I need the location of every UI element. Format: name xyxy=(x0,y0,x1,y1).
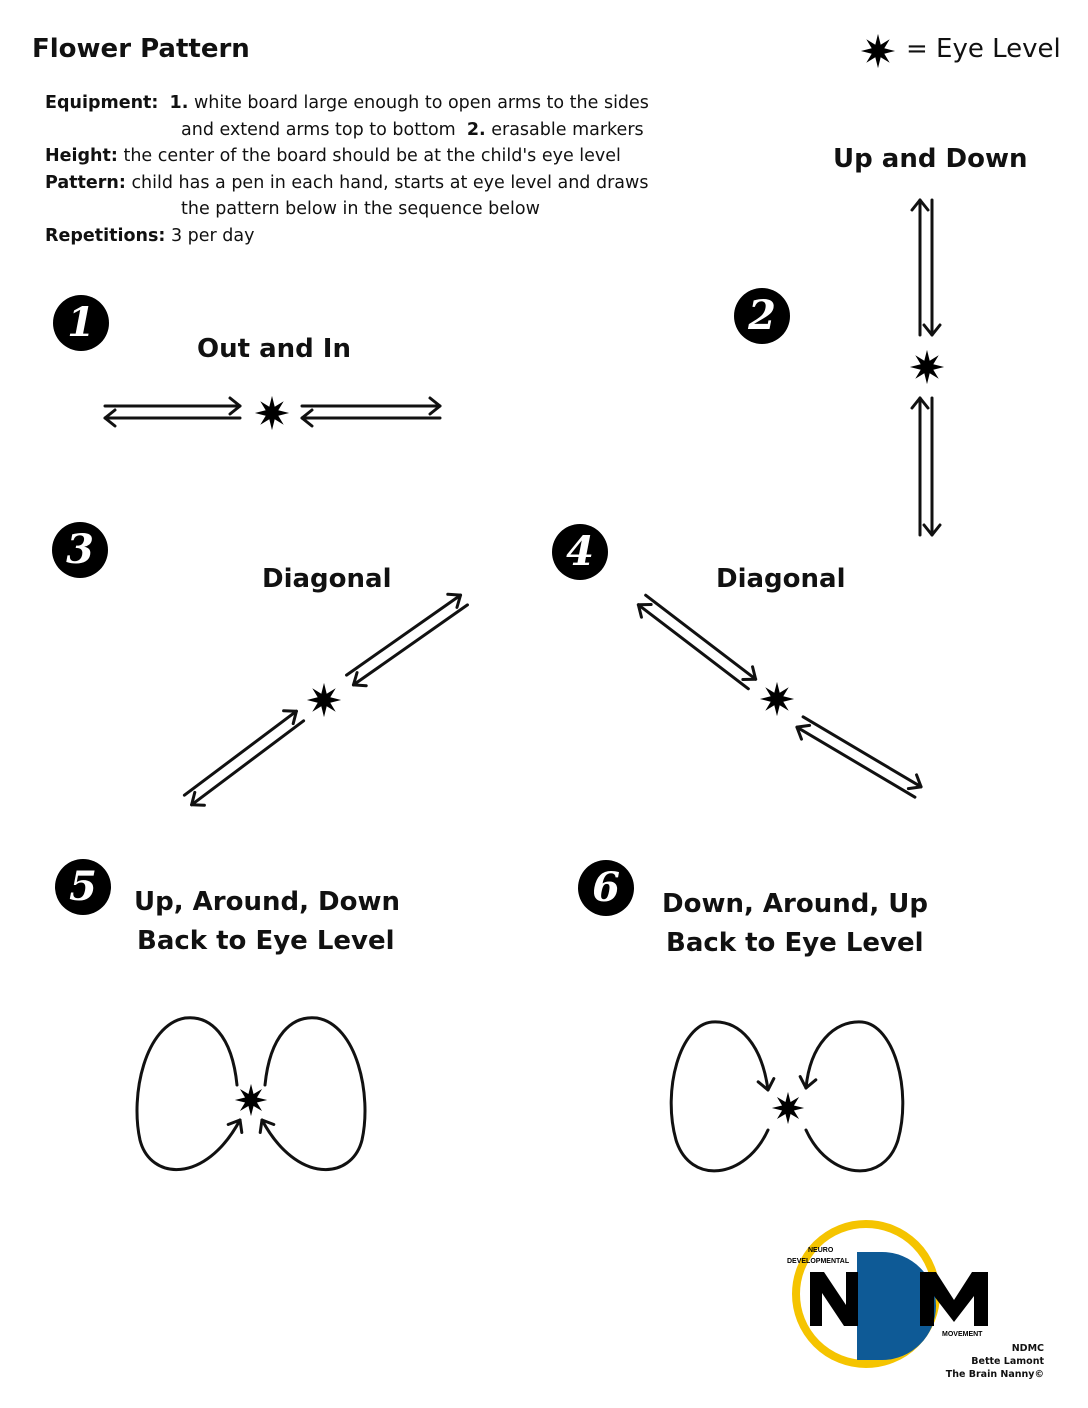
page-title: Flower Pattern xyxy=(32,34,250,64)
loop-right xyxy=(804,1020,905,1173)
diagonal-lower-arrow-arrowhead xyxy=(795,723,812,741)
eye-level-star-icon xyxy=(759,681,795,717)
diagonal-lower-arrow-arrowhead xyxy=(190,790,206,807)
diagonal-lower-arrow-line xyxy=(190,719,306,807)
diagonal-upper-arrow-arrowhead xyxy=(636,602,653,619)
loop-left xyxy=(669,1020,770,1173)
loop-left xyxy=(135,1016,242,1171)
credit-org: NDMC xyxy=(1011,1343,1044,1354)
diagonal-upper-arrow-arrowhead xyxy=(351,671,368,688)
loop-arrowhead xyxy=(756,1077,776,1092)
step-title-4: Diagonal xyxy=(716,564,846,594)
eye-level-star-icon xyxy=(909,349,945,385)
item2-num: 2. xyxy=(466,119,486,140)
logo-movement: MOVEMENT xyxy=(942,1331,983,1338)
loop-arrowhead xyxy=(226,1118,244,1134)
eye-level-star-icon xyxy=(254,395,290,431)
logo-developmental: DEVELOPMENTAL xyxy=(787,1258,850,1265)
up-down-bottom-arrow-arrowhead xyxy=(922,523,942,537)
reps-text: 3 per day xyxy=(170,225,255,246)
diagonal-lower-arrow-arrowhead xyxy=(282,709,298,726)
step-number-1: 1 xyxy=(53,295,109,351)
step-number-6: 6 xyxy=(578,860,634,916)
diagonal-upper-arrow-line xyxy=(636,603,750,691)
out-in-right-arrow-arrowhead xyxy=(428,396,442,416)
logo-letter-n xyxy=(810,1272,858,1326)
step-number-5: 5 xyxy=(55,859,111,915)
item1-cont: and extend arms top to bottom xyxy=(181,119,456,140)
item2-text: erasable markers xyxy=(491,119,644,140)
up-down-top-arrow-arrowhead xyxy=(922,323,942,337)
reps-label: Repetitions: xyxy=(45,225,166,246)
diagonal-lower-arrow-arrowhead xyxy=(906,773,923,791)
diagonal-upper-arrow-arrowhead xyxy=(446,592,463,609)
up-down-bottom-arrow-arrowhead xyxy=(910,396,930,410)
step-number-3: 3 xyxy=(52,522,108,578)
diagonal-lower-arrow-line xyxy=(795,725,917,799)
credits: NDMC Bette Lamont The Brain Nanny© xyxy=(946,1342,1044,1381)
logo-neuro: NEURO xyxy=(808,1247,834,1254)
equipment-label: Equipment: xyxy=(45,93,159,113)
loop-right xyxy=(260,1016,367,1171)
item1-num: 1. xyxy=(169,93,189,113)
diagonal-lower-arrow-line xyxy=(801,715,923,789)
step-title-2: Up and Down xyxy=(833,144,1028,174)
diagonal-upper-arrow-line xyxy=(351,603,469,687)
out-in-left-arrow-arrowhead xyxy=(103,408,117,428)
step-title-5: Up, Around, Down xyxy=(134,887,400,917)
pattern-label: Pattern: xyxy=(45,172,126,193)
legend-label: = Eye Level xyxy=(906,34,1061,64)
height-label: Height: xyxy=(45,146,118,166)
up-down-top-arrow-arrowhead xyxy=(910,198,930,212)
legend-star-icon xyxy=(860,33,896,69)
logo-letter-d xyxy=(857,1252,937,1360)
ndm-logo: NEURO DEVELOPMENTAL MOVEMENT xyxy=(787,1220,988,1368)
step-title-1: Out and In xyxy=(197,334,351,364)
diagonal-upper-arrow-arrowhead xyxy=(741,665,758,682)
diagonal-upper-arrow-line xyxy=(644,593,758,681)
height-text: the center of the board should be at the… xyxy=(123,146,621,166)
loop-arrowhead xyxy=(258,1118,276,1134)
loop-arrowhead xyxy=(798,1075,818,1090)
item1-text: white board large enough to open arms to… xyxy=(193,93,649,113)
pattern-cont: the pattern below in the sequence below xyxy=(181,199,540,219)
out-in-left-arrow-arrowhead xyxy=(228,396,242,416)
instructions: Equipment: 1. white board large enough t… xyxy=(45,90,649,249)
pattern-text: child has a pen in each hand, starts at … xyxy=(131,172,649,193)
eye-level-star-icon xyxy=(234,1083,268,1117)
step-title-3: Diagonal xyxy=(262,564,392,594)
eye-level-star-icon xyxy=(306,682,342,718)
step-subtitle-6: Back to Eye Level xyxy=(666,928,924,958)
diagonal-upper-arrow-line xyxy=(345,593,463,677)
eye-level-star-icon xyxy=(771,1091,805,1125)
credit-author: Bette Lamont xyxy=(971,1356,1044,1367)
step-number-2: 2 xyxy=(734,288,790,344)
step-number-4: 4 xyxy=(552,524,608,580)
step-title-6: Down, Around, Up xyxy=(662,889,928,919)
step-subtitle-5: Back to Eye Level xyxy=(137,926,395,956)
diagonal-lower-arrow-line xyxy=(182,709,298,797)
logo-letter-m xyxy=(920,1272,988,1326)
credit-brand: The Brain Nanny© xyxy=(945,1369,1044,1380)
out-in-right-arrow-arrowhead xyxy=(300,408,314,428)
